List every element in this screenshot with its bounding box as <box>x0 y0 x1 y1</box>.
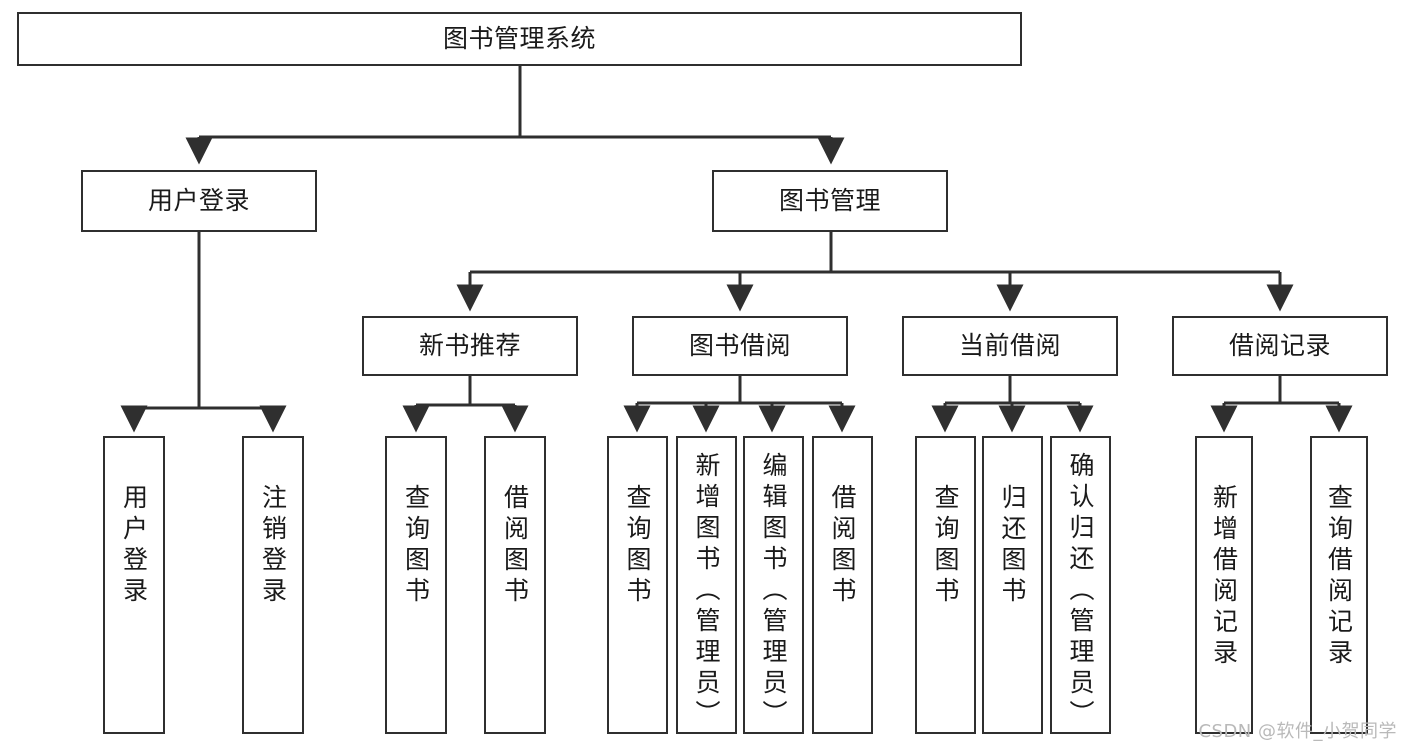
node-label: 新书推荐 <box>418 331 521 361</box>
node-label: 查询借阅记录 <box>1324 484 1354 670</box>
leaf-borrow-borrow-book[interactable]: 借阅图书 <box>812 436 873 734</box>
leaf-user-login-signout[interactable]: 注销登录 <box>242 436 304 734</box>
leaf-borrow-query-book[interactable]: 查询图书 <box>607 436 668 734</box>
node-label: 当前借阅 <box>958 331 1061 361</box>
node-label: 图书管理 <box>778 186 881 216</box>
leaf-records-query-record[interactable]: 查询借阅记录 <box>1310 436 1368 734</box>
node-label: 用户登录 <box>119 484 149 608</box>
node-book-borrow[interactable]: 图书借阅 <box>632 316 848 376</box>
leaf-current-confirm-return-admin[interactable]: 确认归还（管理员） <box>1050 436 1111 734</box>
node-label: 查询图书 <box>931 484 960 608</box>
leaf-current-query-book[interactable]: 查询图书 <box>915 436 976 734</box>
node-label: 归还图书 <box>998 484 1027 608</box>
node-label: 查询图书 <box>401 484 431 608</box>
node-new-book-recommend[interactable]: 新书推荐 <box>362 316 578 376</box>
leaf-user-login-signin[interactable]: 用户登录 <box>103 436 165 734</box>
node-label: 注销登录 <box>258 484 288 608</box>
node-label: 新增图书（管理员） <box>692 452 721 731</box>
node-label: 用户登录 <box>147 186 250 216</box>
leaf-new-book-borrow[interactable]: 借阅图书 <box>484 436 546 734</box>
leaf-new-book-query[interactable]: 查询图书 <box>385 436 447 734</box>
node-book-management[interactable]: 图书管理 <box>712 170 948 232</box>
node-label: 确认归还（管理员） <box>1066 452 1095 731</box>
watermark: CSDN @软件_小贺同学 <box>1198 721 1397 742</box>
node-borrow-records[interactable]: 借阅记录 <box>1172 316 1388 376</box>
node-label: 借阅图书 <box>828 484 857 608</box>
node-root-system[interactable]: 图书管理系统 <box>17 12 1022 66</box>
node-label: 编辑图书（管理员） <box>759 452 788 731</box>
node-label: 图书管理系统 <box>442 24 596 54</box>
node-label: 查询图书 <box>623 484 652 608</box>
leaf-borrow-edit-book-admin[interactable]: 编辑图书（管理员） <box>743 436 804 734</box>
leaf-current-return-book[interactable]: 归还图书 <box>982 436 1043 734</box>
node-user-login[interactable]: 用户登录 <box>81 170 317 232</box>
leaf-records-add-record[interactable]: 新增借阅记录 <box>1195 436 1253 734</box>
node-label: 借阅图书 <box>500 484 530 608</box>
node-label: 借阅记录 <box>1228 331 1331 361</box>
node-current-borrow[interactable]: 当前借阅 <box>902 316 1118 376</box>
node-label: 图书借阅 <box>688 331 791 361</box>
node-label: 新增借阅记录 <box>1209 484 1239 670</box>
leaf-borrow-add-book-admin[interactable]: 新增图书（管理员） <box>676 436 737 734</box>
